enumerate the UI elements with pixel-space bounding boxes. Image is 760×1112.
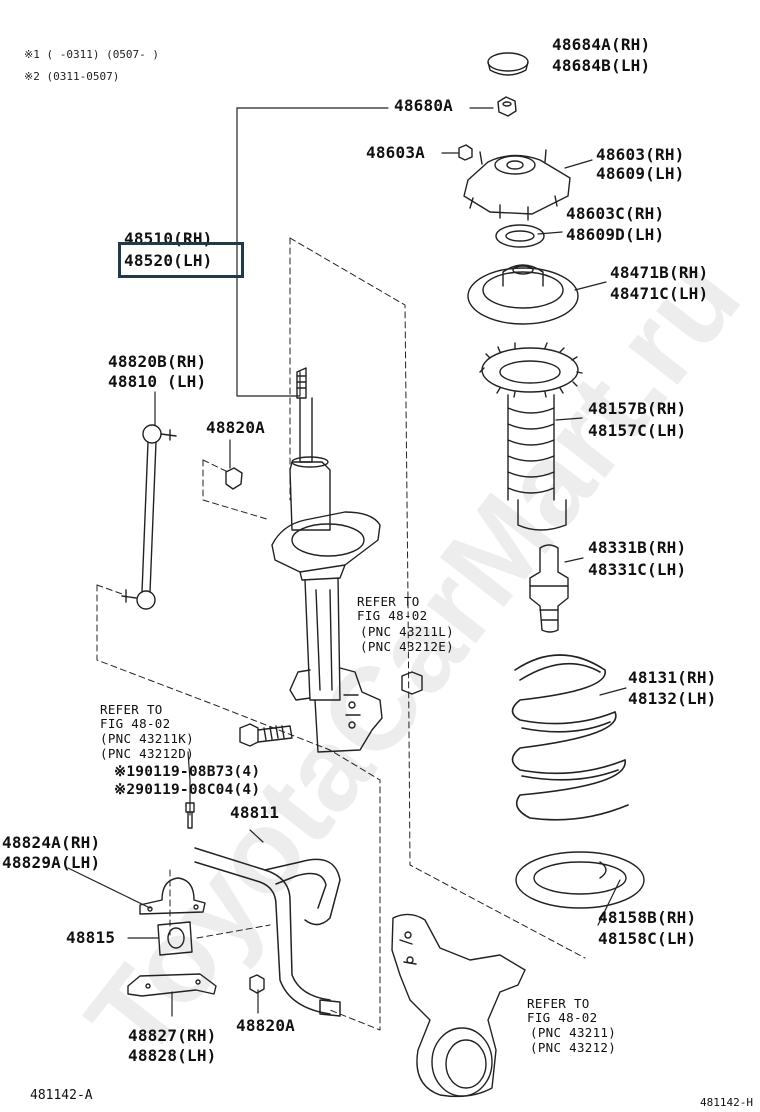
highlight-box — [118, 242, 244, 278]
lower-insulator — [515, 851, 645, 909]
part-48815[interactable]: 48815 — [66, 928, 116, 947]
dust-cap — [487, 52, 529, 76]
coil-spring — [511, 654, 629, 821]
part-48684a[interactable]: 48684A(RH) — [552, 35, 651, 54]
part-48158b[interactable]: 48158B(RH) — [598, 908, 697, 927]
steering-knuckle — [391, 913, 526, 1098]
bump-stopper — [529, 544, 569, 633]
part-48829a[interactable]: 48829A(LH) — [2, 853, 101, 872]
diagram-code-left: 481142-A — [30, 1088, 93, 1103]
ref-1-line1: REFER TO — [357, 594, 420, 609]
ref-1-line2[interactable]: FIG 48-02 — [357, 608, 428, 623]
mounting-bolt — [239, 723, 293, 747]
part-48471c[interactable]: 48471C(LH) — [610, 284, 709, 303]
part-48680a[interactable]: 48680A — [394, 96, 453, 115]
part-48603[interactable]: 48603(RH) — [596, 145, 685, 164]
part-48820a-top[interactable]: 48820A — [206, 418, 265, 437]
part-48520[interactable]: 48520(LH) — [124, 251, 213, 270]
part-48811[interactable]: 48811 — [230, 803, 280, 822]
nut-48820a-bottom — [249, 974, 265, 994]
small-bolt — [185, 802, 195, 829]
note-1: ※1 ( -0311) (0507- ) — [24, 48, 160, 61]
bushing — [157, 921, 193, 956]
part-48331c[interactable]: 48331C(LH) — [588, 560, 687, 579]
part-48331b[interactable]: 48331B(RH) — [588, 538, 687, 557]
upper-spring-seat — [467, 264, 579, 325]
bolt-90119-08b73[interactable]: ※190119-08B73(4) — [114, 764, 261, 780]
stabilizer-bar — [194, 847, 341, 1017]
ref-2-line4: (PNC 43212D) — [100, 746, 194, 761]
ref-3-line4: (PNC 43212) — [530, 1040, 617, 1055]
ref-3-line3: (PNC 43211) — [530, 1025, 617, 1040]
ref-1-line4: (PNC 43212E) — [360, 639, 454, 654]
leader-lines — [67, 107, 627, 1017]
bushing-bracket — [139, 877, 206, 915]
part-48820b[interactable]: 48820B(RH) — [108, 352, 207, 371]
part-48157b[interactable]: 48157B(RH) — [588, 399, 687, 418]
bearing — [495, 224, 545, 248]
part-48603c[interactable]: 48603C(RH) — [566, 204, 665, 223]
part-48820a-bottom[interactable]: 48820A — [236, 1016, 295, 1035]
nut-48680a — [497, 96, 517, 117]
note-2: ※2 (0311-0507) — [24, 70, 120, 83]
ref-2-line2[interactable]: FIG 48-02 — [100, 716, 171, 731]
part-48609d[interactable]: 48609D(LH) — [566, 225, 665, 244]
stabilizer-link — [121, 424, 177, 610]
part-48810[interactable]: 48810 (LH) — [108, 372, 207, 391]
ref-2-line1: REFER TO — [100, 702, 163, 717]
part-48471b[interactable]: 48471B(RH) — [610, 263, 709, 282]
part-48603a[interactable]: 48603A — [366, 143, 425, 162]
strut-assembly — [271, 367, 383, 753]
cam-nut — [401, 671, 423, 695]
part-48131[interactable]: 48131(RH) — [628, 668, 717, 687]
part-48158c[interactable]: 48158C(LH) — [598, 929, 697, 948]
part-48684b[interactable]: 48684B(LH) — [552, 56, 651, 75]
ref-3-line2[interactable]: FIG 48-02 — [527, 1010, 598, 1025]
part-48828[interactable]: 48828(LH) — [128, 1046, 217, 1065]
part-48132[interactable]: 48132(LH) — [628, 689, 717, 708]
nut-48603a — [458, 144, 473, 161]
mount-bracket — [127, 973, 217, 997]
ref-1-line3: (PNC 43211L) — [360, 624, 454, 639]
dust-boot — [479, 342, 583, 531]
nut-48820a-top — [225, 467, 243, 490]
part-48609[interactable]: 48609(LH) — [596, 164, 685, 183]
ref-2-line3: (PNC 43211K) — [100, 731, 194, 746]
part-48157c[interactable]: 48157C(LH) — [588, 421, 687, 440]
part-48824a[interactable]: 48824A(RH) — [2, 833, 101, 852]
ref-3-line1: REFER TO — [527, 996, 590, 1011]
bolt-90119-08c04[interactable]: ※290119-08C04(4) — [114, 782, 261, 798]
diagram-code-right: 481142-H — [700, 1096, 753, 1109]
support-mount — [463, 149, 571, 221]
part-48827[interactable]: 48827(RH) — [128, 1026, 217, 1045]
